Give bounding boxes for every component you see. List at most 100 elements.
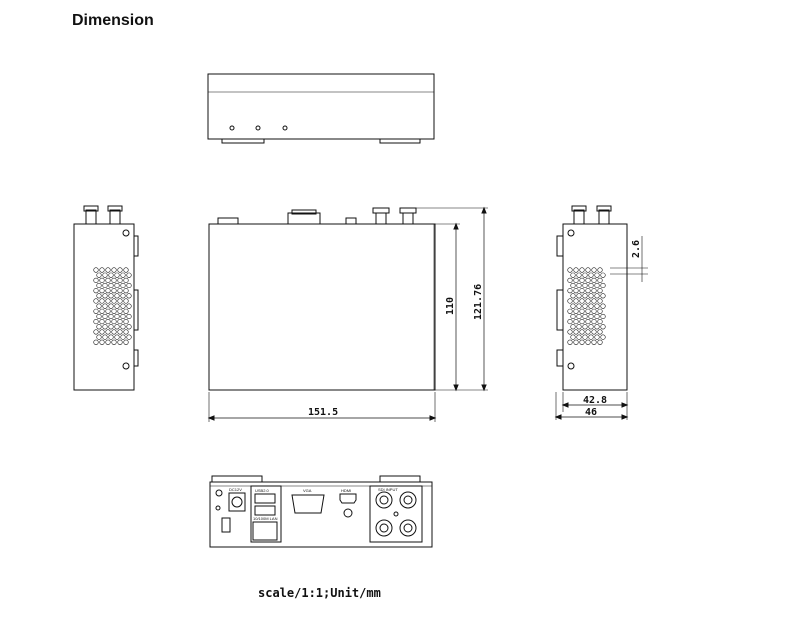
vent-hole (570, 334, 576, 340)
vent-hole (591, 267, 597, 273)
vent-hole (120, 303, 126, 309)
vent-hole (573, 319, 579, 325)
vent-hole (120, 324, 126, 330)
vent-hole (588, 272, 594, 278)
vent-hole (573, 329, 579, 335)
vent-hole (573, 298, 579, 304)
vent-hole (117, 298, 123, 304)
vent-hole (579, 277, 585, 283)
vent-hole (96, 313, 102, 320)
vent-hole (600, 293, 606, 299)
vent-hole (579, 267, 585, 273)
vent-hole (117, 339, 123, 345)
vent-hole (99, 288, 105, 294)
vent-hole (114, 272, 120, 278)
vent-hole (588, 313, 594, 320)
vent-hole (570, 324, 576, 330)
vent-hole (96, 324, 102, 330)
vent-hole (588, 324, 594, 330)
vent-hole (99, 298, 105, 304)
vent-hole (567, 288, 573, 294)
vent-hole (585, 329, 591, 335)
vent-hole (597, 267, 603, 273)
vent-hole (585, 277, 591, 283)
vent-hole (591, 298, 597, 304)
vent-hole (591, 319, 597, 325)
vent-hole (591, 288, 597, 294)
vent-hole (591, 339, 597, 345)
vent-hole (582, 272, 588, 278)
vent-hole (114, 324, 120, 330)
vent-hole (594, 303, 600, 309)
vent-hole (123, 277, 129, 283)
vent-hole (108, 313, 114, 320)
vent-hole (114, 303, 120, 309)
vent-hole (126, 282, 132, 289)
vent-hole (123, 298, 129, 304)
vent-hole (108, 303, 114, 309)
vent-hole (594, 293, 600, 299)
vent-hole (105, 339, 111, 345)
vent-hole (597, 298, 603, 304)
vent-hole (123, 319, 129, 325)
vent-hole (126, 303, 132, 309)
vent-hole (570, 282, 576, 289)
vent-hole (93, 277, 99, 283)
vent-hole (96, 293, 102, 299)
vent-hole (582, 313, 588, 320)
vent-hole (582, 324, 588, 330)
vent-hole (567, 319, 573, 325)
vent-hole (576, 282, 582, 289)
page-title: Dimension (72, 12, 154, 29)
vent-hole (600, 282, 606, 289)
vent-hole (579, 288, 585, 294)
vent-hole (99, 339, 105, 345)
vent-hole (594, 282, 600, 289)
vent-hole (123, 339, 129, 345)
vent-hole (597, 329, 603, 335)
vent-hole (126, 334, 132, 340)
dim-depth-total-label: 46 (585, 407, 597, 418)
vent-hole (579, 319, 585, 325)
vent-hole (600, 313, 606, 320)
label-usb: USB2.0 (255, 488, 270, 493)
vent-hole (597, 288, 603, 294)
vent-hole (93, 267, 99, 273)
vent-hole (570, 272, 576, 278)
vent-hole (570, 303, 576, 309)
vent-hole (570, 313, 576, 320)
vent-hole (567, 339, 573, 345)
vent-hole (585, 267, 591, 273)
vent-hole (600, 334, 606, 340)
vent-hole (126, 293, 132, 299)
vent-hole (591, 277, 597, 283)
vent-hole (588, 334, 594, 340)
vent-hole (591, 329, 597, 335)
vent-hole (105, 319, 111, 325)
vent-hole (573, 308, 579, 314)
vent-hole (585, 298, 591, 304)
vent-hole (120, 272, 126, 278)
vent-hole (582, 303, 588, 309)
vent-hole (99, 329, 105, 335)
vent-hole (99, 267, 105, 273)
vent-hole (111, 267, 117, 273)
vent-hole (585, 308, 591, 314)
dim-height-inner-label: 110 (445, 297, 456, 315)
vent-hole (579, 308, 585, 314)
vent-hole (102, 282, 108, 289)
vent-hole (117, 267, 123, 273)
vent-hole (93, 319, 99, 325)
dim-depth-inner-label: 42.8 (583, 395, 607, 406)
vent-hole (585, 288, 591, 294)
vent-hole (111, 339, 117, 345)
vent-hole (93, 308, 99, 314)
vent-hole (102, 324, 108, 330)
vent-hole (96, 334, 102, 340)
vent-hole (582, 293, 588, 299)
left-side-view (73, 205, 139, 391)
dim-width-label: 151.5 (308, 407, 338, 418)
vent-hole (120, 334, 126, 340)
vent-hole (102, 334, 108, 340)
vent-hole (594, 272, 600, 278)
